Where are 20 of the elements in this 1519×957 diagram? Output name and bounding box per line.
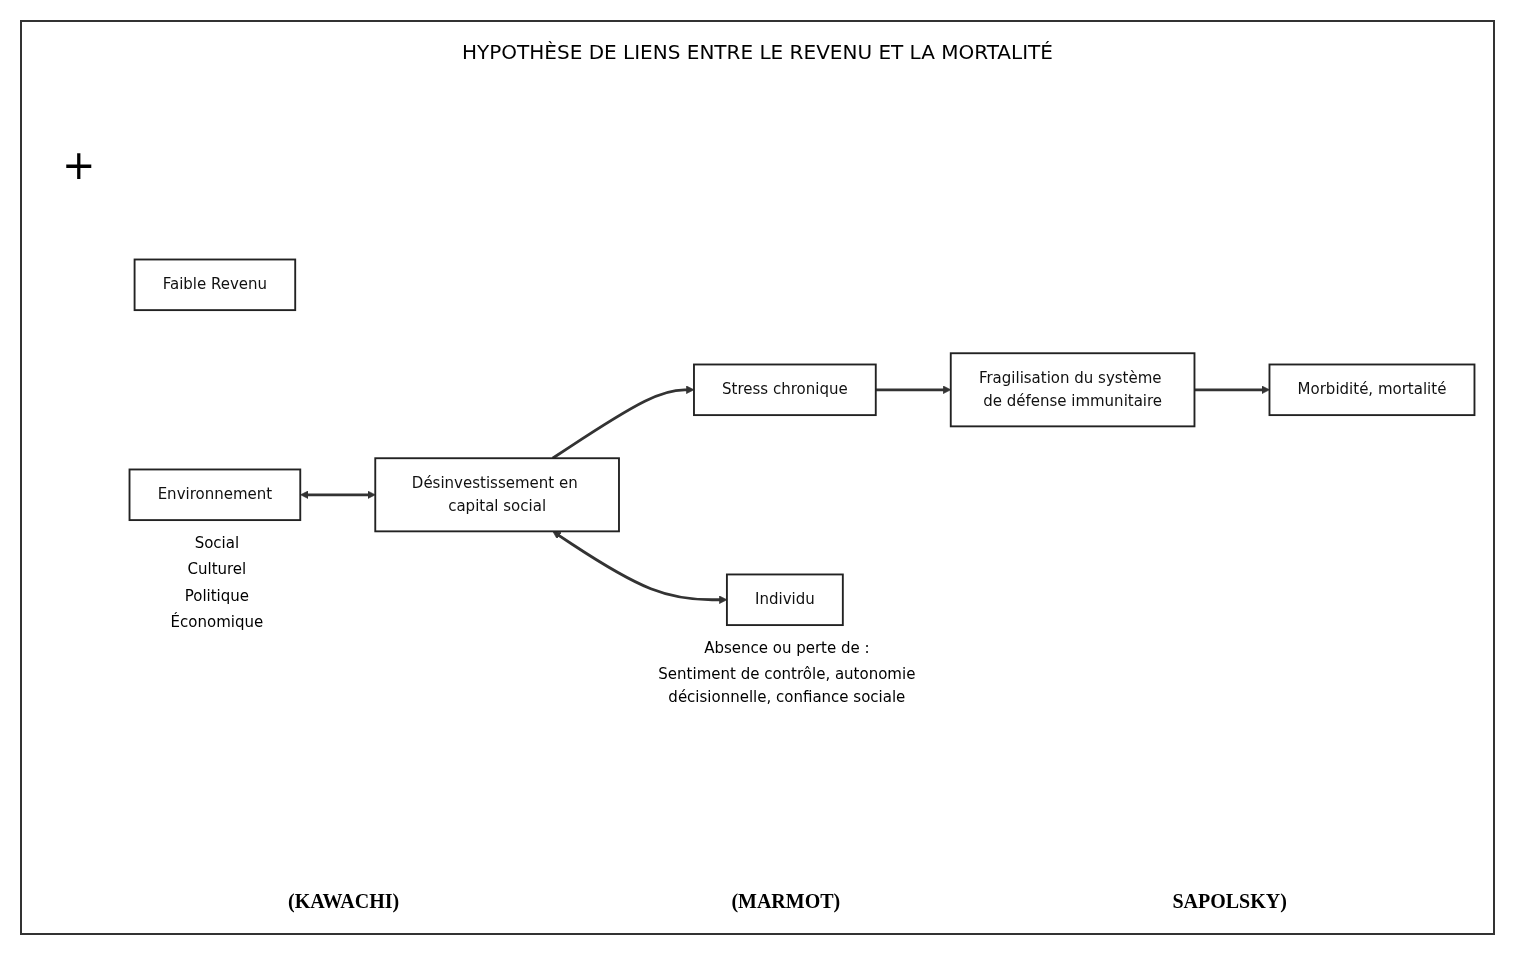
node-caption: Sentiment de contrôle, autonomie décisionnelle, confiance sociale (657, 664, 917, 708)
node-box: Environnement (128, 468, 302, 521)
arrow (1194, 385, 1270, 394)
node-caption: Absence ou perte de : (703, 637, 871, 659)
arrow (300, 490, 376, 499)
author-reference: SAPOLSKY) (1172, 890, 1287, 913)
node-caption: Culturel (186, 559, 248, 581)
plus-sign: + (62, 142, 96, 188)
node-box: Stress chronique (693, 363, 877, 416)
node-caption: Social (193, 532, 241, 554)
node-caption: Politique (183, 585, 251, 607)
node-box: Désinvestissement en capital social (374, 457, 620, 532)
author-reference: (KAWACHI) (288, 890, 400, 913)
node-box: Individu (725, 573, 844, 626)
diagram-title: HYPOTHÈSE DE LIENS ENTRE LE REVENU ET LA MORTALITÉ (461, 40, 1054, 64)
node-caption: Économique (169, 611, 265, 634)
node-box: Morbidité, mortalité (1268, 363, 1476, 416)
author-reference: (MARMOT) (731, 890, 841, 913)
node-box: Fragilisation du système de défense immunitaire (949, 352, 1196, 427)
node-box: Faible Revenu (133, 258, 297, 311)
